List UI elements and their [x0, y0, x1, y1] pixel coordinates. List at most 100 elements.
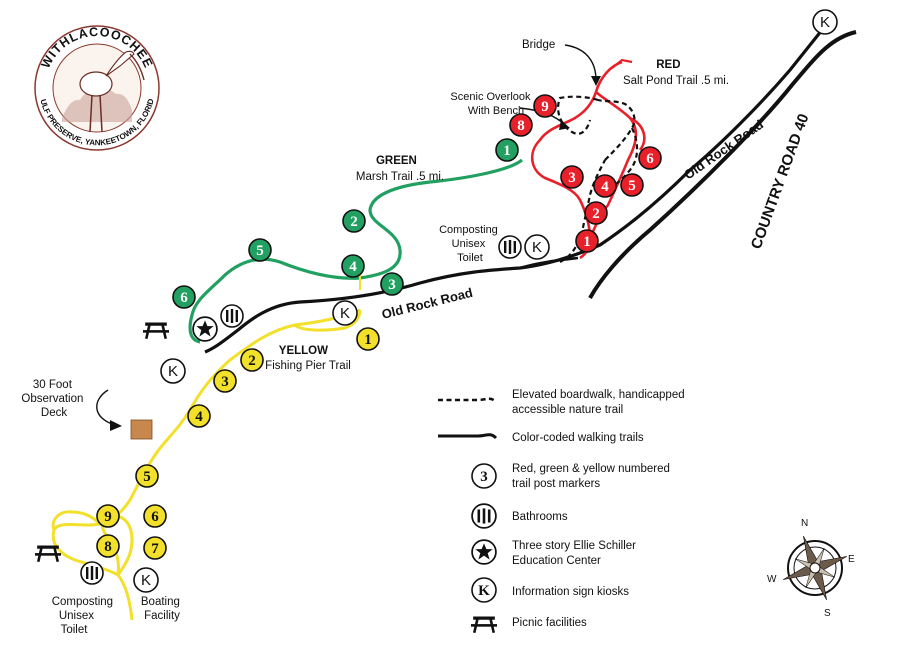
preserve-logo: WITHLACOOCHEE GULF PRESERVE, YANKEETOWN,…	[0, 0, 160, 151]
red-trail-marker-number: 9	[541, 99, 549, 115]
green-trail-marker-number: 6	[180, 290, 188, 306]
legend-markers-text-1: Red, green & yellow numbered	[512, 463, 670, 475]
green-trail-marker-4: 4	[341, 254, 365, 278]
kiosk-circle	[524, 234, 550, 260]
kiosk-letter: K	[820, 14, 830, 31]
picnic-icon-upper	[143, 321, 169, 340]
legend-star-icon	[471, 539, 497, 565]
svg-text:Three story Ellie Schiller: Three story Ellie Schiller Education Cen…	[512, 540, 639, 567]
observation-deck	[130, 419, 153, 440]
kiosk-icon-5: K	[133, 567, 159, 593]
green-trail-marker-6: 6	[172, 285, 196, 309]
svg-text:30 Foot Observation De: 30 Foot Observation Deck	[21, 379, 86, 419]
yellow-trail-marker-1: 1	[356, 327, 380, 351]
compass-rose: N E S W	[767, 518, 855, 619]
kiosk-circle	[332, 300, 358, 326]
yellow-trail-marker-circle	[143, 536, 167, 560]
red-trail-marker-circle	[593, 174, 617, 198]
green-trail-marker-circle	[172, 285, 196, 309]
old-rock-road	[204, 29, 824, 354]
svg-text:Boating Facility: Boating Facility	[141, 596, 183, 622]
yellow-trail-name: YELLOW	[279, 345, 328, 357]
composting-toilet-top-label-2: Unisex	[452, 238, 486, 250]
yellow-trail-marker-number: 1	[364, 332, 372, 348]
legend-education-text-2: Education Center	[512, 555, 601, 567]
kiosk-letter: K	[168, 363, 178, 380]
svg-text:GREEN Marsh Trail .5 mi.: GREEN Marsh Trail .5 mi.	[356, 155, 444, 183]
yellow-trail-marker-number: 8	[104, 539, 112, 555]
green-trail-marker-number: 5	[256, 243, 264, 259]
compass-w: W	[767, 574, 777, 585]
compass-n: N	[801, 518, 808, 529]
legend-markers-text-2: trail post markers	[512, 478, 600, 490]
yellow-trail-marker-circle	[143, 504, 167, 528]
country-road-40	[588, 30, 857, 299]
kiosk-letter: K	[340, 305, 350, 322]
green-trail-marker-2: 2	[342, 209, 366, 233]
red-trail	[531, 60, 646, 260]
legend-kiosk-icon: K	[471, 577, 497, 603]
red-trail-marker-3: 3	[560, 165, 584, 189]
green-trail-marker-circle	[248, 238, 272, 262]
kiosk-icon-3: K	[332, 300, 358, 326]
yellow-trail-marker-number: 6	[151, 509, 159, 525]
kiosk-icon-4: K	[160, 358, 186, 384]
yellow-trail-marker-5: 5	[135, 464, 159, 488]
green-trail-subtitle: Marsh Trail .5 mi.	[356, 171, 444, 183]
legend-number-marker-text: 3	[480, 469, 488, 485]
bathroom-icon-bottom	[80, 561, 104, 585]
yellow-trail-marker-number: 2	[248, 353, 256, 369]
yellow-trail-marker-9: 9	[96, 504, 120, 528]
yellow-trail-marker-circle	[96, 534, 120, 558]
red-trail-marker-number: 6	[646, 151, 654, 167]
svg-text:Composting Unisex Toil: Composting Unisex Toilet	[439, 224, 501, 264]
red-trail-marker-2: 2	[584, 201, 608, 225]
old-rock-road-spur	[519, 256, 579, 270]
kiosk-icon-1: K	[812, 9, 838, 35]
observation-deck-label-1: 30 Foot	[33, 379, 73, 391]
legend-bathrooms-text: Bathrooms	[512, 511, 568, 523]
bridge-label: Bridge	[522, 39, 555, 51]
legend: Elevated boardwalk, handicapped accessib…	[438, 389, 688, 634]
observation-deck-arrow	[96, 389, 116, 426]
red-trail-marker-1: 1	[575, 229, 599, 253]
svg-text:Elevated boardwalk, handicappe: Elevated boardwalk, handicapped accessib…	[512, 389, 688, 416]
legend-picnic-icon	[471, 615, 497, 634]
red-trail-marker-number: 4	[601, 179, 609, 195]
legend-number-marker-icon: 3	[471, 463, 497, 489]
composting-toilet-bottom-label-2: Unisex	[59, 610, 94, 622]
yellow-trail-marker-circle	[240, 348, 264, 372]
legend-dashed-line-icon	[438, 397, 497, 403]
kiosk-circle	[133, 567, 159, 593]
yellow-trail-marker-number: 7	[151, 541, 159, 557]
green-trail-name: GREEN	[376, 155, 417, 167]
red-trail-marker-circle	[509, 113, 533, 137]
green-trail-marker-5: 5	[248, 238, 272, 262]
yellow-trail-marker-7: 7	[143, 536, 167, 560]
yellow-trail-marker-number: 3	[221, 374, 229, 390]
kiosk-circle	[160, 358, 186, 384]
yellow-trail	[51, 308, 362, 621]
red-trail-marker-circle	[584, 201, 608, 225]
yellow-trail-marker-number: 4	[195, 409, 203, 425]
green-trail-marker-3: 3	[380, 272, 404, 296]
kiosk-letter: K	[532, 239, 542, 256]
bathroom-icon-center	[220, 304, 244, 328]
old-rock-road-label-upper: Old Rock Road	[681, 117, 766, 183]
red-trail-marker-number: 1	[583, 234, 591, 250]
svg-text:YELLOW Fishing Pier Trail: YELLOW Fishing Pier Trail	[265, 345, 351, 372]
green-trail-marker-circle	[342, 209, 366, 233]
red-trail-marker-circle	[638, 146, 662, 170]
green-trail-marker-1: 1	[495, 138, 519, 162]
composting-toilet-bottom-label-1: Composting	[52, 596, 113, 608]
yellow-trail-marker-circle	[135, 464, 159, 488]
legend-kiosk-text: Information sign kiosks	[512, 586, 629, 598]
green-trail-marker-circle	[495, 138, 519, 162]
legend-boardwalk-text-1: Elevated boardwalk, handicapped	[512, 389, 685, 401]
legend-trails-text: Color-coded walking trails	[512, 432, 644, 444]
yellow-trail-subtitle: Fishing Pier Trail	[265, 360, 351, 372]
education-center-star-icon	[192, 316, 218, 342]
kiosk-markers: K K K K K	[133, 9, 838, 593]
green-trail-marker-number: 1	[503, 143, 511, 159]
